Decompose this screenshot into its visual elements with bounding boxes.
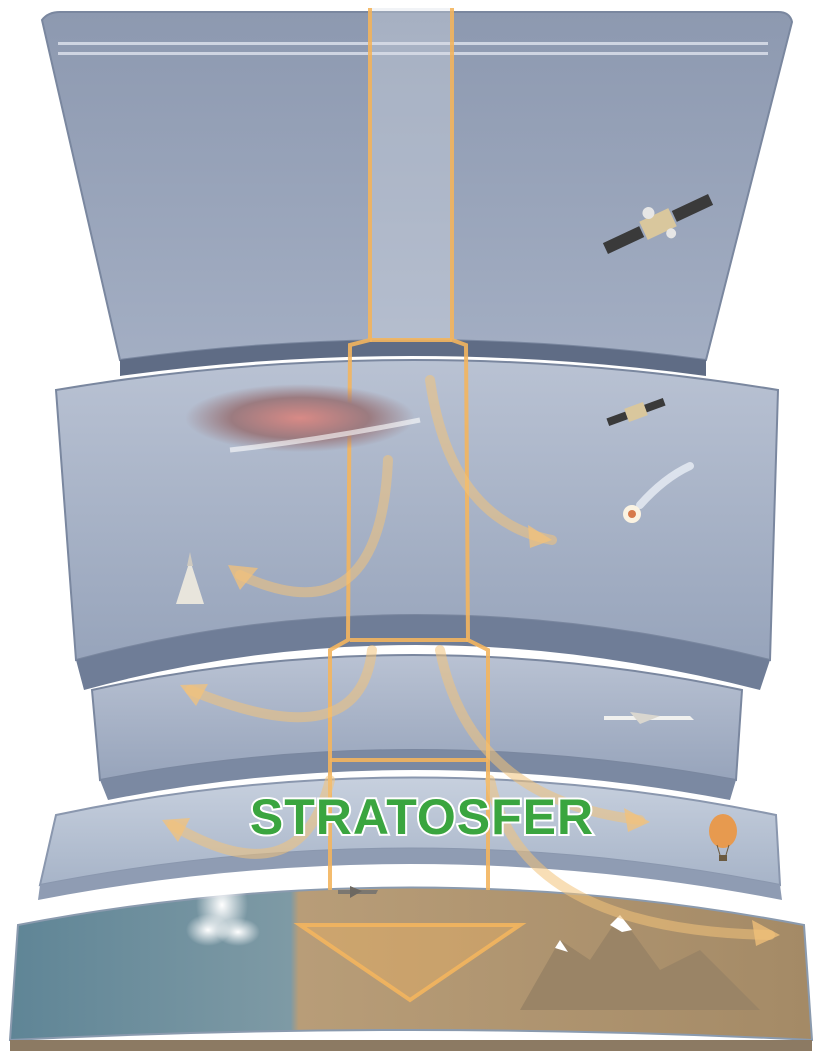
layer-label-stratosphere: STRATOSFER — [250, 789, 594, 845]
